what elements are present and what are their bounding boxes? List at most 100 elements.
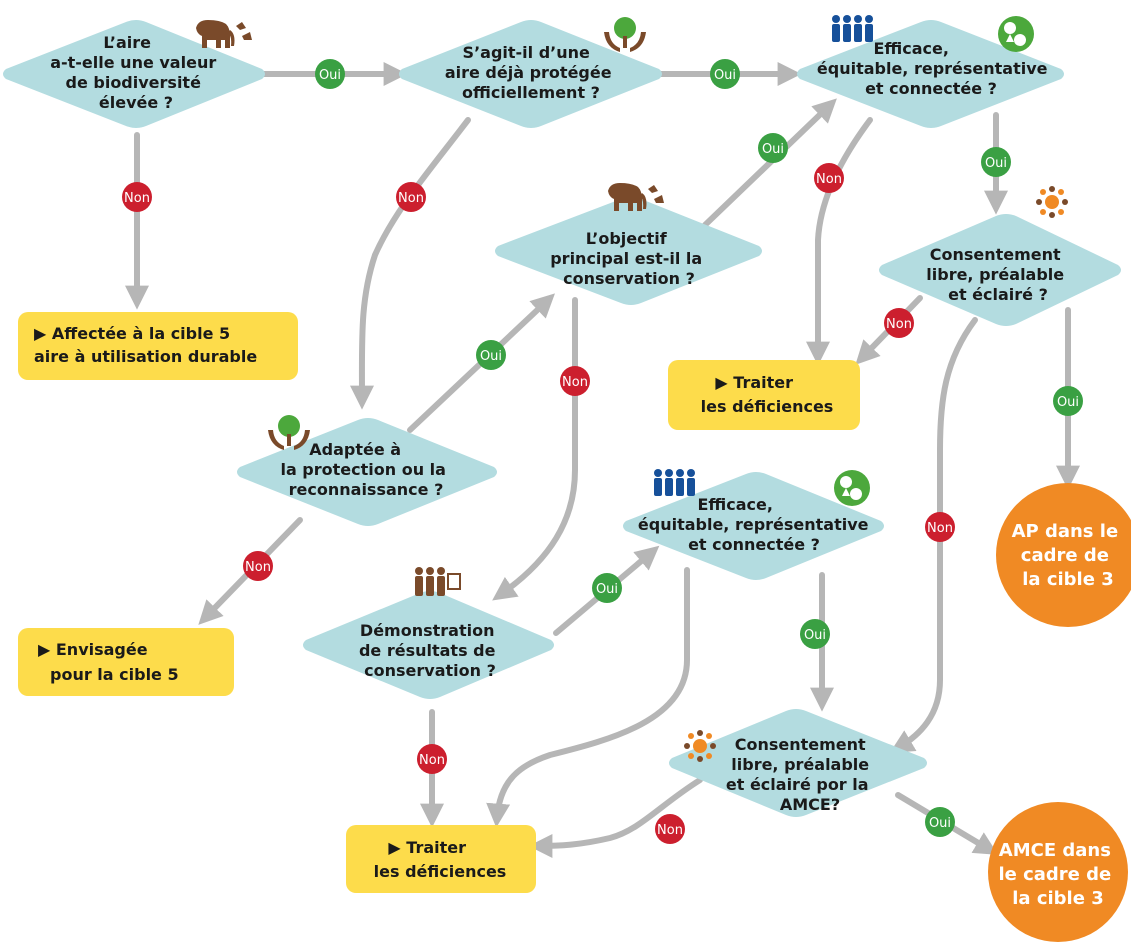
svg-text:AMCE dans le cadre de: AMCE dans le cadre de la cible 3 bbox=[998, 840, 1117, 909]
terminal-text-line: AP dans le bbox=[1012, 521, 1119, 542]
result-text-line: les déficiences bbox=[701, 397, 834, 416]
oui-badge: Oui bbox=[476, 340, 506, 370]
oui-badge: Oui bbox=[981, 147, 1011, 177]
svg-text:Non: Non bbox=[816, 172, 842, 187]
tree-in-hands-icon bbox=[604, 17, 646, 52]
result-r2: ▶ Traiter les déficiences bbox=[668, 360, 860, 430]
svg-text:Non: Non bbox=[398, 191, 424, 206]
svg-text:Oui: Oui bbox=[929, 816, 951, 831]
result-text-line: pour la cible 5 bbox=[50, 665, 179, 684]
svg-text:▶ Affectée à la cible 5: ▶ Affectée à la cible 5 aire à utilisati… bbox=[34, 324, 257, 366]
decision-text-line: reconnaissance ? bbox=[289, 480, 444, 499]
svg-text:Oui: Oui bbox=[714, 68, 736, 83]
oui-badge: Oui bbox=[925, 807, 955, 837]
people-icon bbox=[832, 15, 873, 42]
community-circle-icon bbox=[684, 730, 716, 762]
decision-text-line: Consentement bbox=[735, 735, 866, 754]
decision-d4: L’objectif principal est-il la conservat… bbox=[495, 183, 762, 305]
decision-text-line: de résultats de bbox=[359, 641, 496, 660]
decision-d5: Consentement libre, préalable et éclairé… bbox=[879, 186, 1121, 326]
decision-text-line: L’aire bbox=[103, 33, 151, 52]
decision-text-line: Efficace, bbox=[873, 39, 948, 58]
decision-text-line: S’agit-il d’une bbox=[463, 43, 590, 62]
arrow-d4-to-d3 bbox=[702, 98, 837, 228]
result-r4: ▶ Traiter les déficiences bbox=[346, 825, 536, 893]
decision-text-line: Démonstration bbox=[360, 621, 495, 640]
terminal-text-line: le cadre de bbox=[998, 864, 1111, 885]
decision-d1: L’aire a-t-elle une valeur de biodiversi… bbox=[3, 20, 265, 128]
decision-text-line: Adaptée à bbox=[309, 440, 401, 459]
svg-text:Oui: Oui bbox=[804, 628, 826, 643]
non-badge: Non bbox=[417, 744, 447, 774]
globe-icon bbox=[834, 470, 870, 506]
result-text-line: ▶ Traiter bbox=[715, 373, 793, 392]
decision-text-line: Consentement bbox=[930, 245, 1061, 264]
terminal-text-line: cadre de bbox=[1021, 545, 1109, 566]
svg-text:▶ Traiter les déficienc: ▶ Traiter les déficiences bbox=[374, 838, 507, 881]
svg-text:Non: Non bbox=[419, 753, 445, 768]
decision-text-line: et éclairé por la bbox=[726, 775, 869, 794]
svg-text:Efficace, équitable, rep: Efficace, équitable, représentative et c… bbox=[817, 39, 1053, 98]
svg-text:Démonstration de résulta: Démonstration de résultats de conservati… bbox=[359, 621, 501, 680]
non-badge: Non bbox=[396, 182, 426, 212]
decision-text-line: libre, préalable bbox=[731, 755, 869, 774]
decision-text-line: aire déjà protégée bbox=[445, 63, 612, 82]
elephant-icon bbox=[196, 20, 252, 48]
decision-text-line: de biodiversité bbox=[66, 73, 202, 92]
result-r3: ▶ Envisagée pour la cible 5 bbox=[18, 628, 234, 696]
svg-text:Consentement libre, préa: Consentement libre, préalable et éclairé… bbox=[726, 735, 875, 814]
result-text-line: ▶ Traiter bbox=[388, 838, 466, 857]
terminal-text-line: AMCE dans bbox=[999, 840, 1111, 861]
oui-badge: Oui bbox=[315, 59, 345, 89]
decision-d2: S’agit-il d’une aire déjà protégée offic… bbox=[399, 17, 662, 128]
svg-text:Adaptée à la protection: Adaptée à la protection ou la reconnaiss… bbox=[280, 440, 451, 499]
non-badge: Non bbox=[560, 366, 590, 396]
oui-badge: Oui bbox=[710, 59, 740, 89]
result-text-line: aire à utilisation durable bbox=[34, 347, 257, 366]
oui-badge: Oui bbox=[800, 619, 830, 649]
svg-text:Oui: Oui bbox=[1057, 395, 1079, 410]
non-badge: Non bbox=[122, 182, 152, 212]
people-icon bbox=[654, 469, 695, 496]
result-text-line: ▶ Affectée à la cible 5 bbox=[34, 324, 230, 343]
non-badge: Non bbox=[814, 163, 844, 193]
svg-text:Efficace, équitable, rep: Efficace, équitable, représentative et c… bbox=[638, 495, 874, 554]
arrow-d6-to-d4 bbox=[407, 293, 555, 433]
decision-text-line: officiellement ? bbox=[462, 83, 600, 102]
decision-text-line: équitable, représentative bbox=[817, 59, 1048, 78]
decision-d9: Consentement libre, préalable et éclairé… bbox=[669, 709, 927, 817]
result-text-line: ▶ Envisagée bbox=[38, 640, 148, 659]
team-with-clipboard-icon bbox=[415, 567, 461, 596]
decision-text-line: principal est-il la bbox=[550, 249, 702, 268]
decision-text-line: la protection ou la bbox=[280, 460, 446, 479]
non-badge: Non bbox=[884, 308, 914, 338]
svg-text:L’aire a-t-elle une vale: L’aire a-t-elle une valeur de biodiversi… bbox=[50, 33, 222, 112]
decision-text-line: Efficace, bbox=[697, 495, 772, 514]
arrow-d4-to-d8 bbox=[492, 297, 578, 601]
decision-text-line: L’objectif bbox=[586, 229, 668, 248]
decision-d6: Adaptée à la protection ou la reconnaiss… bbox=[237, 415, 497, 526]
svg-text:Non: Non bbox=[245, 560, 271, 575]
decision-text-line: a-t-elle une valeur bbox=[50, 53, 216, 72]
oui-badge: Oui bbox=[758, 133, 788, 163]
globe-icon bbox=[998, 16, 1034, 52]
arrow-d2-to-d6 bbox=[349, 117, 471, 410]
non-badge: Non bbox=[655, 814, 685, 844]
arrow-d7-to-r4 bbox=[486, 567, 690, 828]
result-r1: ▶ Affectée à la cible 5 aire à utilisati… bbox=[18, 312, 298, 380]
svg-text:Oui: Oui bbox=[596, 582, 618, 597]
svg-text:AP dans le cadre de: AP dans le cadre de la cible 3 bbox=[1012, 521, 1125, 590]
svg-text:S’agit-il d’une aire déj: S’agit-il d’une aire déjà protégée offic… bbox=[445, 43, 617, 102]
oui-badge: Oui bbox=[1053, 386, 1083, 416]
decision-text-line: et connectée ? bbox=[865, 79, 997, 98]
svg-text:L’objectif principal est: L’objectif principal est-il la conservat… bbox=[550, 229, 708, 288]
decision-d8: Démonstration de résultats de conservati… bbox=[303, 567, 554, 699]
svg-text:Oui: Oui bbox=[762, 142, 784, 157]
decision-text-line: équitable, représentative bbox=[638, 515, 869, 534]
svg-text:Non: Non bbox=[124, 191, 150, 206]
decision-text-line: AMCE? bbox=[780, 795, 840, 814]
oui-badge: Oui bbox=[592, 573, 622, 603]
svg-text:Oui: Oui bbox=[985, 156, 1007, 171]
terminal-t1: AP dans le cadre de la cible 3 bbox=[996, 483, 1131, 627]
